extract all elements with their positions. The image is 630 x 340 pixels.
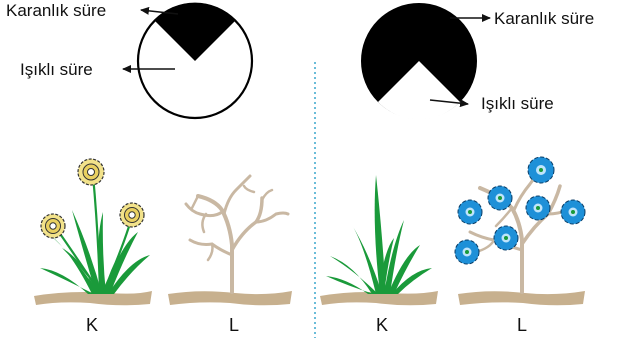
- left-dark-label: Karanlık süre: [6, 1, 106, 20]
- left-plant-k-label: K: [86, 315, 98, 335]
- blue-flower: [528, 157, 554, 183]
- left-plant-l-label: L: [229, 315, 239, 335]
- left-photoperiod-clock: [138, 3, 252, 118]
- blue-flower: [494, 226, 518, 250]
- right-photoperiod-clock: [362, 4, 476, 119]
- blue-flowering-shrub-icon: [455, 157, 585, 292]
- ground-left-l: [168, 291, 292, 305]
- blue-flower: [526, 196, 550, 220]
- right-plant-k-label: K: [376, 315, 388, 335]
- right-plant-l-label: L: [517, 315, 527, 335]
- blue-flower: [561, 200, 585, 224]
- flowering-grass-icon: [40, 159, 150, 294]
- yellow-flower: [41, 214, 65, 238]
- left-light-label: Işıklı süre: [20, 60, 93, 79]
- blue-flower: [455, 240, 479, 264]
- yellow-flower: [78, 159, 104, 185]
- right-dark-label: Karanlık süre: [494, 9, 594, 28]
- bare-shrub-icon: [186, 176, 288, 292]
- grass-icon: [326, 175, 432, 294]
- blue-flower: [458, 200, 482, 224]
- yellow-flower: [120, 203, 144, 227]
- blue-flower: [488, 186, 512, 210]
- right-light-label: Işıklı süre: [481, 94, 554, 113]
